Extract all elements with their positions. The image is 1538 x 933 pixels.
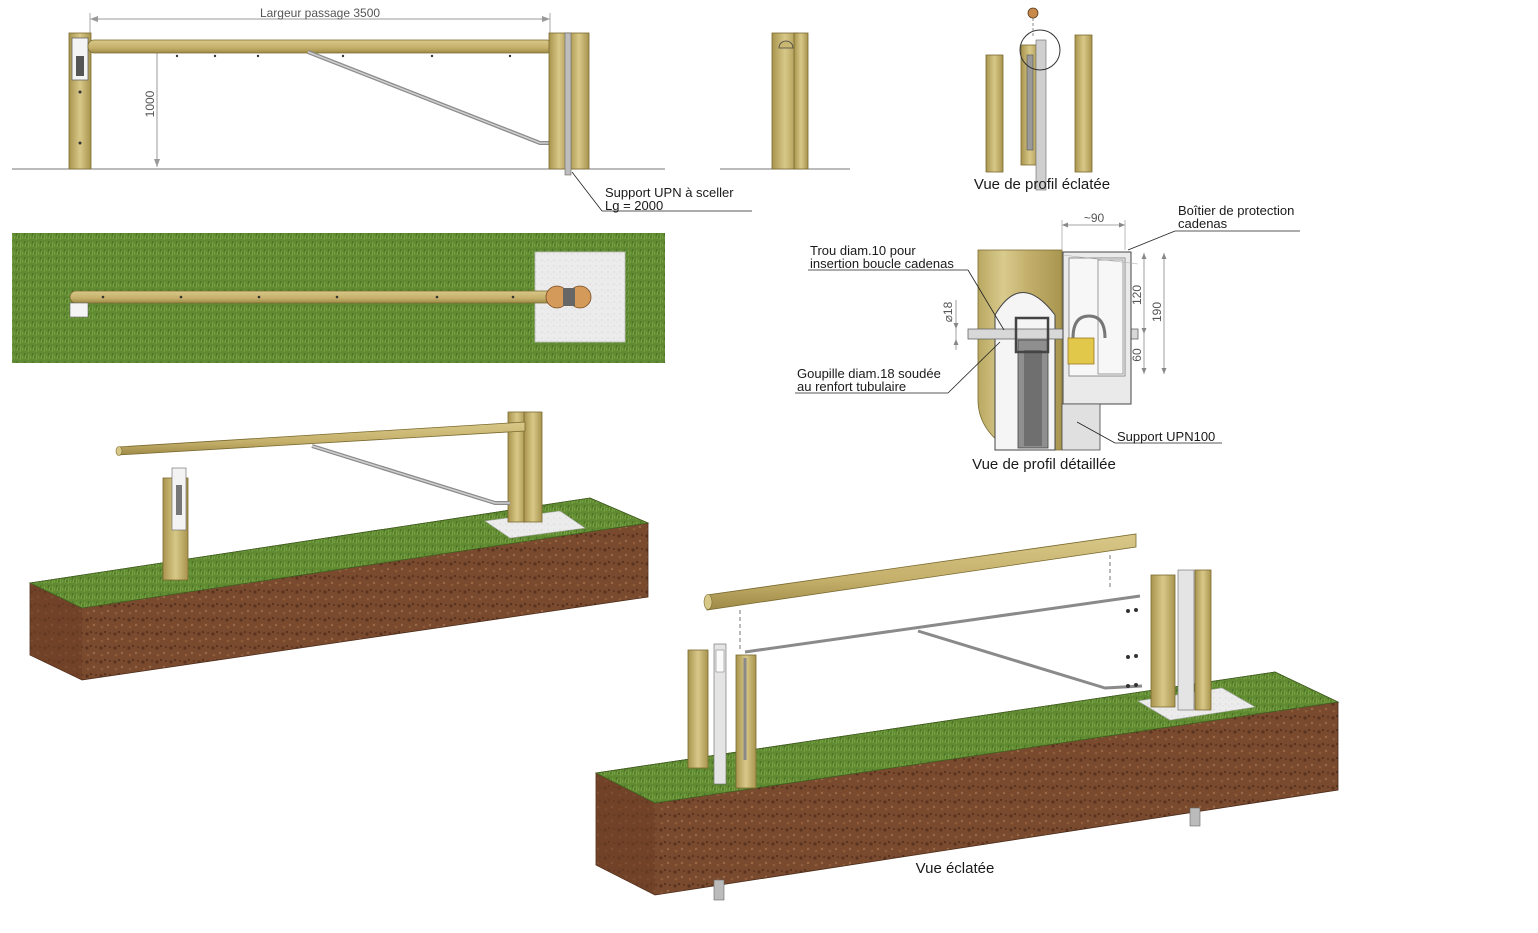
pin-label-line1: Goupille diam.18 soudée (797, 366, 941, 381)
exploded-right-post (1074, 34, 1093, 173)
width-label: Largeur passage 3500 (260, 6, 380, 20)
exploded-3d-upn-left (713, 643, 727, 785)
exploded-3d-view: Vue éclatée (594, 533, 1340, 901)
exploded-upn (1035, 39, 1047, 191)
upn-label: Support UPN100 (1117, 429, 1215, 444)
front-view: Largeur passage 3500 1000 Support UPN à … (12, 6, 752, 213)
hole-label-line2: insertion boucle cadenas (810, 256, 954, 271)
pin-label-line2: au renfort tubulaire (797, 379, 906, 394)
dim-width: ~90 (1084, 211, 1105, 225)
exploded-left-post (985, 54, 1004, 173)
gate-bar (87, 39, 554, 54)
top-view-bar (69, 290, 561, 304)
exploded-3d-upn-right (1177, 569, 1195, 711)
detail-circle (1019, 29, 1061, 71)
padlock-icon (1067, 337, 1095, 365)
exploded-profile-title: Vue de profil éclatée (974, 176, 1110, 193)
height-label: 1000 (143, 90, 157, 117)
support-label-line1: Support UPN à sceller (605, 185, 734, 200)
side-bar-end (778, 40, 794, 49)
assembled-3d-view (28, 411, 650, 681)
exploded-3d-right-post (1150, 574, 1176, 708)
detailed-profile-title: Vue de profil détaillée (972, 456, 1116, 473)
exploded-3d-left-post (687, 649, 709, 769)
exploded-3d-bar (706, 533, 1137, 611)
detailed-profile: ~90 190 120 60 ⌀18 Boîtier de protection… (795, 203, 1300, 473)
box-label-line2: cadenas (1178, 216, 1228, 231)
exploded-view-title: Vue éclatée (916, 860, 995, 877)
upn-support (564, 32, 572, 176)
pin-icon (1027, 7, 1039, 19)
dim-120: 120 (1130, 285, 1144, 305)
top-view (12, 233, 665, 363)
dim-diam: ⌀18 (941, 301, 955, 322)
dim-190: 190 (1150, 302, 1164, 322)
side-view (720, 32, 850, 170)
box-label-line1: Boîtier de protection (1178, 203, 1294, 218)
support-label-line2: Lg = 2000 (605, 198, 663, 213)
exploded-profile: Vue de profil éclatée (974, 7, 1110, 193)
dim-60: 60 (1130, 348, 1144, 362)
detail-pin (967, 328, 1139, 340)
hole-label-line1: Trou diam.10 pour (810, 243, 916, 258)
